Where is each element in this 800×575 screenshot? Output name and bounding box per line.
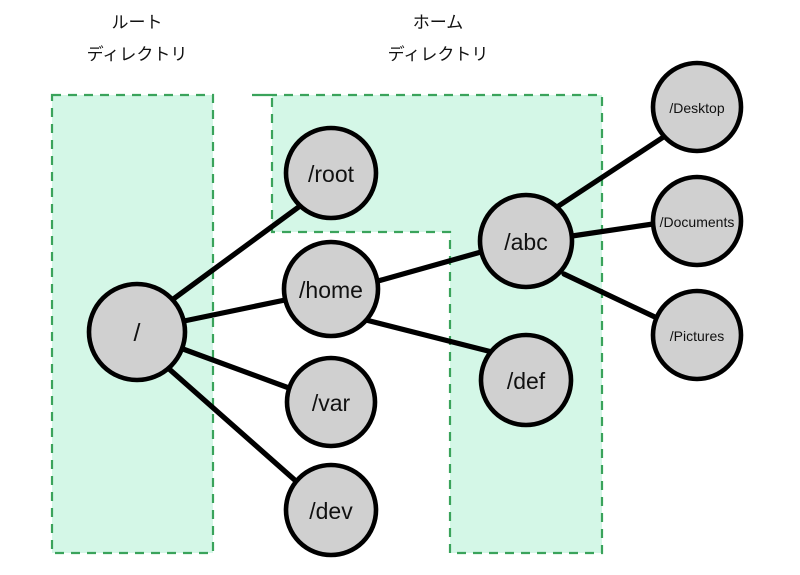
- node-circle-dev[interactable]: [283, 462, 379, 558]
- edges-layer: [165, 133, 668, 485]
- home-directory-caption-line1: ホーム: [413, 13, 464, 33]
- node-label-desktop: /Desktop: [669, 100, 724, 116]
- node-label-root-dir: /root: [308, 161, 355, 187]
- root-directory-caption-line1: ルート: [112, 13, 163, 33]
- node-circle-documents[interactable]: [650, 174, 744, 268]
- node-circle-desktop[interactable]: [650, 60, 744, 154]
- node-pictures[interactable]: /Pictures: [650, 288, 744, 382]
- root-directory-caption-line2: ディレクトリ: [87, 44, 188, 65]
- node-circle-abc[interactable]: [477, 192, 575, 290]
- node-circle-root-dir[interactable]: [283, 125, 379, 221]
- node-desktop[interactable]: /Desktop: [650, 60, 744, 154]
- node-circle-home[interactable]: [281, 239, 381, 339]
- node-var[interactable]: /var: [284, 355, 378, 449]
- edge-home-to-def: [363, 317, 495, 355]
- home-directory-caption-line2: ディレクトリ: [388, 44, 489, 65]
- node-label-home: /home: [299, 277, 363, 303]
- node-label-root: /: [134, 319, 141, 347]
- node-documents[interactable]: /Documents: [650, 174, 744, 268]
- edge-abc-to-desktop: [554, 133, 668, 210]
- edge-home-to-abc: [375, 249, 484, 284]
- node-label-documents: /Documents: [660, 214, 735, 230]
- node-abc[interactable]: /abc: [477, 192, 575, 290]
- node-def[interactable]: /def: [478, 332, 574, 428]
- node-label-pictures: /Pictures: [670, 328, 724, 344]
- node-circle-pictures[interactable]: [650, 288, 744, 382]
- edge-abc-to-documents: [569, 221, 656, 239]
- node-dev[interactable]: /dev: [283, 462, 379, 558]
- edge-root-to-dev: [165, 365, 300, 485]
- node-label-abc: /abc: [504, 229, 547, 255]
- node-home[interactable]: /home: [281, 239, 381, 339]
- node-circle-def[interactable]: [478, 332, 574, 428]
- node-circle-var[interactable]: [284, 355, 378, 449]
- node-label-dev: /dev: [309, 498, 353, 524]
- edge-root-to-root-dir: [169, 203, 303, 303]
- edge-abc-to-pictures: [561, 271, 660, 321]
- node-root-dir[interactable]: /root: [283, 125, 379, 221]
- node-label-def: /def: [507, 368, 546, 394]
- edge-root-to-home: [181, 297, 288, 324]
- node-root[interactable]: /: [86, 281, 188, 383]
- node-label-var: /var: [312, 390, 351, 416]
- edge-root-to-var: [180, 346, 292, 391]
- nodes-layer: / /root/home/var/dev/abc/def/Desktop/Docu…: [86, 60, 744, 558]
- node-circle-root[interactable]: [86, 281, 188, 383]
